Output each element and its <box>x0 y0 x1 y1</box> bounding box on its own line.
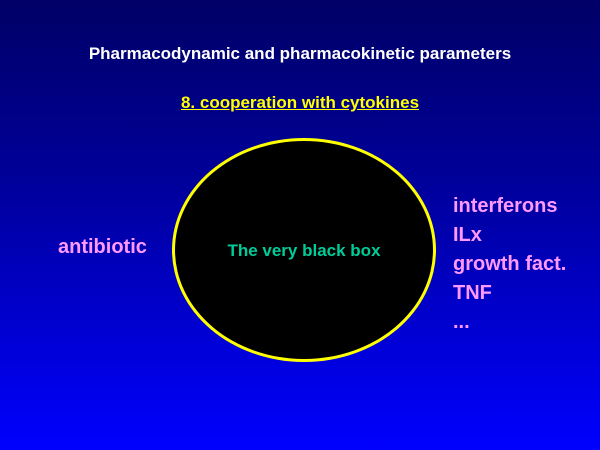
slide-title: Pharmacodynamic and pharmacokinetic para… <box>88 44 512 63</box>
cytokine-item: ILx <box>453 224 482 246</box>
black-box-label: The very black box <box>227 241 381 260</box>
antibiotic-label: antibiotic <box>58 236 147 258</box>
black-box-ellipse <box>172 138 436 362</box>
cytokine-list: interferons ILx growth fact. TNF ... <box>453 192 566 337</box>
cytokine-item: growth fact. <box>453 253 567 275</box>
cytokine-item: ... <box>453 311 470 333</box>
subtitle-text: 8. cooperation with cytokines <box>180 93 420 112</box>
slide-subtitle: 8. cooperation with cytokines <box>0 93 600 113</box>
cytokine-item: TNF <box>453 282 492 304</box>
cytokine-item: interferons <box>453 195 558 217</box>
